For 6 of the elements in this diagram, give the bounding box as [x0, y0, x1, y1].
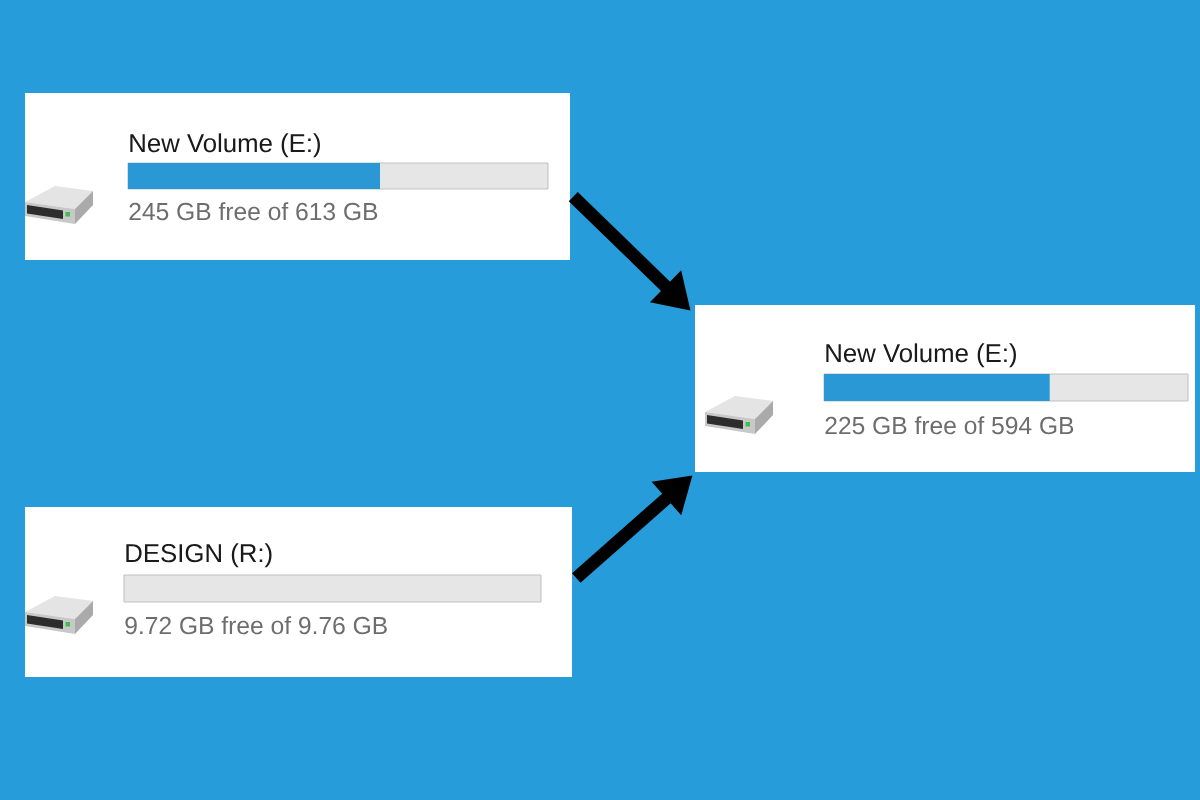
drive-name: DESIGN (R:): [126, 543, 272, 568]
free-space-text: 225 GB free of 594 GB: [825, 416, 1074, 435]
drive-name: New Volume (E:): [826, 343, 1016, 368]
free-space-text: 9.72 GB free of 9.76 GB: [125, 616, 387, 635]
drive-name: New Volume (E:): [130, 133, 320, 158]
free-space-text: 245 GB free of 613 GB: [129, 202, 378, 221]
